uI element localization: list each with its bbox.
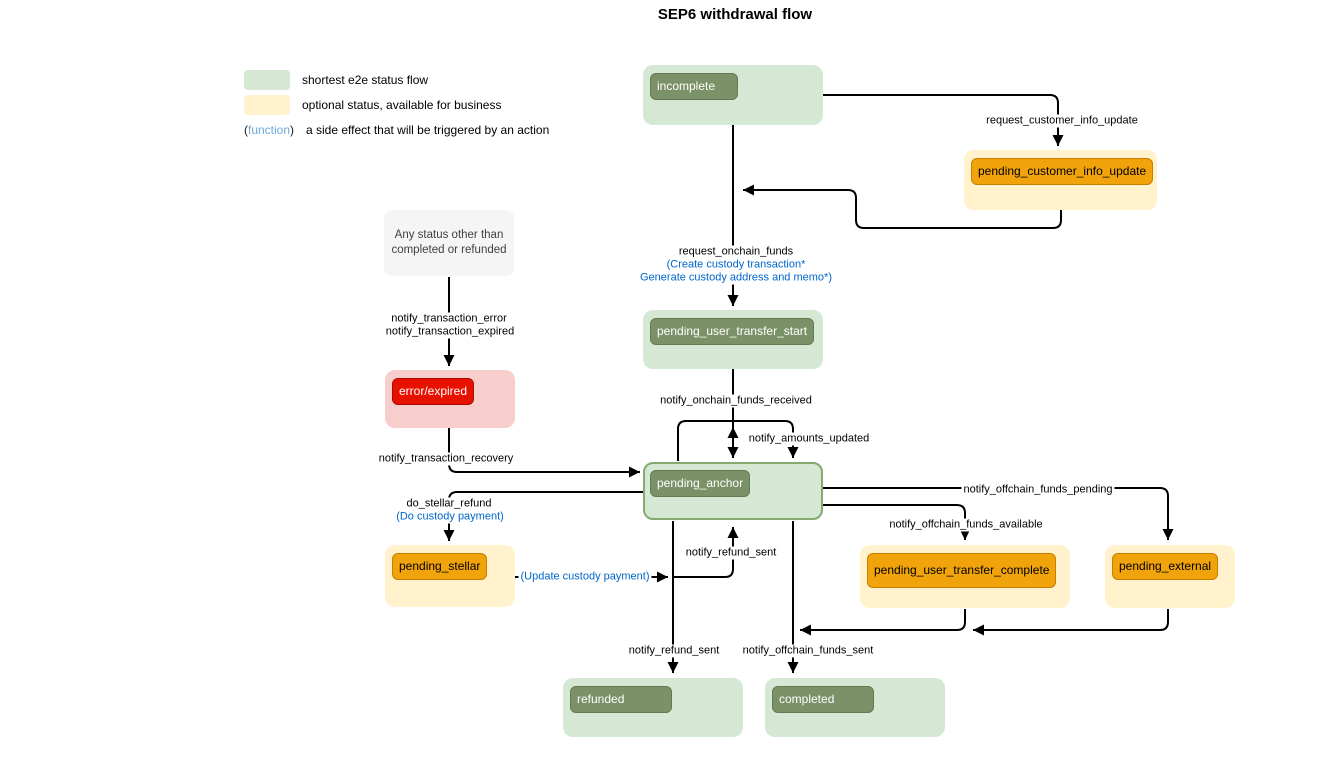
node-pending-anchor-label: pending_anchor: [650, 470, 751, 497]
node-error-expired: error/expired: [385, 370, 515, 428]
edge-pending-anchor-to-pending-user-transfer-complete: [823, 504, 971, 540]
node-pending-stellar: pending_stellar: [385, 545, 515, 607]
edge-pending-external-merge: [973, 609, 1169, 636]
edge-label-notify-transaction-recovery: notify_transaction_recovery: [376, 452, 516, 466]
edge-label-create-custody-transaction: (Create custody transaction*: [664, 258, 808, 272]
node-pending-anchor: pending_anchor: [643, 462, 823, 520]
edge-label-generate-custody-address: Generate custody address and memo*): [638, 271, 834, 285]
edge-label-request-customer-info-update: request_customer_info_update: [984, 114, 1140, 128]
edge-label-notify-offchain-funds-available: notify_offchain_funds_available: [887, 518, 1045, 532]
node-pending-user-transfer-complete-label: pending_user_transfer_complete: [867, 553, 1057, 588]
node-error-expired-label: error/expired: [392, 378, 475, 405]
node-incomplete-label: incomplete: [650, 73, 738, 100]
node-incomplete: incomplete: [643, 65, 823, 125]
edge-incomplete-to-pending-customer-info-update: [823, 94, 1064, 146]
node-pending-user-transfer-complete: pending_user_transfer_complete: [860, 545, 1070, 608]
legend-paren-close: ): [290, 123, 295, 137]
node-completed-label: completed: [772, 686, 874, 713]
node-pending-customer-info-update: pending_customer_info_update: [964, 150, 1157, 210]
edge-label-notify-transaction-expired: notify_transaction_expired: [383, 325, 517, 339]
legend-function-token: (function): [244, 123, 294, 137]
edge-label-do-stellar-refund: do_stellar_refund: [404, 497, 494, 511]
diagram-title: SEP6 withdrawal flow: [657, 6, 813, 23]
edge-pending-customer-info-update-return: [743, 184, 1062, 229]
legend-label-shortest: shortest e2e status flow: [302, 73, 429, 87]
edge-label-notify-offchain-funds-sent: notify_offchain_funds_sent: [740, 644, 876, 658]
legend-row-function: (function) a side effect that will be tr…: [244, 120, 549, 140]
node-refunded: refunded: [563, 678, 743, 737]
node-pending-external: pending_external: [1105, 545, 1235, 608]
legend-label-optional: optional status, available for business: [302, 98, 502, 112]
edge-label-notify-onchain-funds-received: notify_onchain_funds_received: [658, 394, 814, 408]
node-pending-user-transfer-start-label: pending_user_transfer_start: [650, 318, 815, 345]
node-pending-user-transfer-start: pending_user_transfer_start: [643, 310, 823, 369]
edge-notify-amounts-updated-self-loop: [677, 420, 799, 461]
node-pending-stellar-label: pending_stellar: [392, 553, 488, 580]
edge-label-do-custody-payment: (Do custody payment): [394, 510, 506, 524]
node-pending-customer-info-update-label: pending_customer_info_update: [971, 158, 1154, 185]
legend-paren-open: (: [244, 123, 248, 137]
node-refunded-label: refunded: [570, 686, 672, 713]
edge-pending-stellar-to-pending-anchor: [673, 527, 739, 578]
edge-pending-anchor-to-pending-external: [823, 487, 1174, 540]
edge-label-notify-refund-sent: notify_refund_sent: [626, 644, 722, 658]
edge-label-notify-transaction-error: notify_transaction_error: [389, 312, 509, 326]
edge-pending-user-transfer-complete-to-completed-line: [800, 609, 966, 636]
node-pending-external-label: pending_external: [1112, 553, 1219, 580]
legend-swatch-green: [244, 70, 290, 90]
node-completed: completed: [765, 678, 945, 737]
edge-label-notify-amounts-updated: notify_amounts_updated: [746, 432, 872, 446]
note-line2: completed or refunded: [391, 244, 507, 256]
edge-label-request-onchain-funds: request_onchain_funds: [676, 245, 796, 259]
legend-row-optional: optional status, available for business: [244, 95, 501, 115]
legend-swatch-yellow: [244, 95, 290, 115]
legend-function-word: function: [248, 123, 291, 137]
edge-label-notify-offchain-funds-pending: notify_offchain_funds_pending: [961, 483, 1115, 497]
legend-label-function: a side effect that will be triggered by …: [306, 123, 550, 137]
edge-label-update-custody-payment: (Update custody payment): [518, 570, 652, 584]
note-line1: Any status other than: [394, 229, 504, 241]
legend-row-shortest: shortest e2e status flow: [244, 70, 428, 90]
edge-label-notify-refund-sent-to-anchor: notify_refund_sent: [683, 546, 779, 560]
note-any-status: Any status other than completed or refun…: [384, 210, 514, 276]
